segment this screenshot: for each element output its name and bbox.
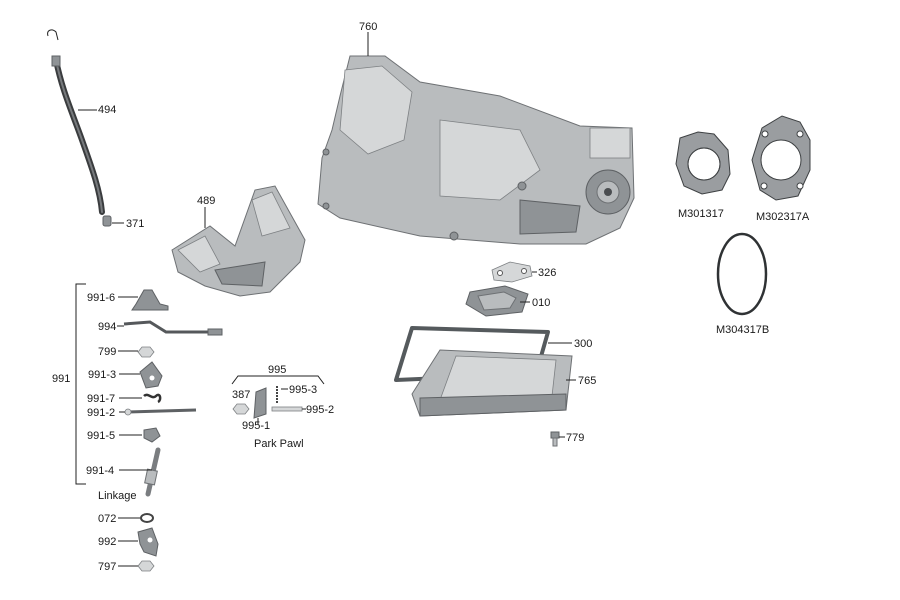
label-779: 779 bbox=[566, 432, 584, 444]
pin-995-2 bbox=[271, 406, 303, 412]
gasket-326 bbox=[491, 261, 533, 283]
label-072: 072 bbox=[98, 513, 116, 525]
label-760: 760 bbox=[359, 21, 377, 33]
plug-371 bbox=[102, 215, 112, 227]
bushing-991-5 bbox=[143, 427, 161, 443]
label-991-7: 991-7 bbox=[87, 393, 115, 405]
oil-pan-765 bbox=[411, 349, 573, 417]
label-797: 797 bbox=[98, 561, 116, 573]
park-pawl-bracket bbox=[231, 375, 325, 385]
filter-010 bbox=[465, 285, 529, 317]
caption-linkage: Linkage bbox=[98, 490, 137, 502]
caption-park-pawl: Park Pawl bbox=[254, 438, 304, 450]
bracket-992 bbox=[137, 527, 159, 557]
nut-799 bbox=[137, 346, 155, 358]
washer-072 bbox=[140, 513, 154, 523]
nut-387 bbox=[232, 403, 250, 415]
label-010: 010 bbox=[532, 297, 550, 309]
label-995: 995 bbox=[268, 364, 286, 376]
label-994: 994 bbox=[98, 321, 116, 333]
gasket-m302317a bbox=[751, 115, 811, 201]
shaft-994 bbox=[123, 320, 223, 336]
label-m301317: M301317 bbox=[678, 208, 724, 220]
label-991-3: 991-3 bbox=[88, 369, 116, 381]
label-991-2: 991-2 bbox=[87, 407, 115, 419]
label-995-3: 995-3 bbox=[289, 384, 317, 396]
label-799: 799 bbox=[98, 346, 116, 358]
label-995-2: 995-2 bbox=[306, 404, 334, 416]
clip-991-7 bbox=[143, 393, 162, 404]
label-991: 991 bbox=[52, 373, 70, 385]
label-m304317b: M304317B bbox=[716, 324, 769, 336]
linkage-bracket bbox=[75, 283, 86, 485]
rod-991-4 bbox=[144, 447, 161, 497]
bracket-991-6 bbox=[131, 289, 169, 311]
nut-797 bbox=[137, 560, 155, 572]
label-991-6: 991-6 bbox=[87, 292, 115, 304]
label-371: 371 bbox=[126, 218, 144, 230]
label-991-4: 991-4 bbox=[86, 465, 114, 477]
label-765: 765 bbox=[578, 375, 596, 387]
label-494: 494 bbox=[98, 104, 116, 116]
drain-bolt-779 bbox=[550, 431, 560, 447]
pawl-995-1 bbox=[253, 387, 267, 419]
label-387: 387 bbox=[232, 389, 250, 401]
rod-991-2 bbox=[124, 408, 197, 416]
label-991-5: 991-5 bbox=[87, 430, 115, 442]
dipstick-tube-494 bbox=[47, 29, 105, 215]
gasket-m301317 bbox=[675, 131, 731, 195]
label-m302317a: M302317A bbox=[756, 211, 810, 223]
lever-991-3 bbox=[139, 361, 163, 389]
label-489: 489 bbox=[197, 195, 215, 207]
heat-shield-489 bbox=[171, 185, 306, 297]
label-300: 300 bbox=[574, 338, 592, 350]
label-326: 326 bbox=[538, 267, 556, 279]
transmission-case-760 bbox=[317, 55, 635, 245]
seal-ring-m304317b bbox=[716, 232, 768, 316]
label-992: 992 bbox=[98, 536, 116, 548]
label-995-1: 995-1 bbox=[242, 420, 270, 432]
